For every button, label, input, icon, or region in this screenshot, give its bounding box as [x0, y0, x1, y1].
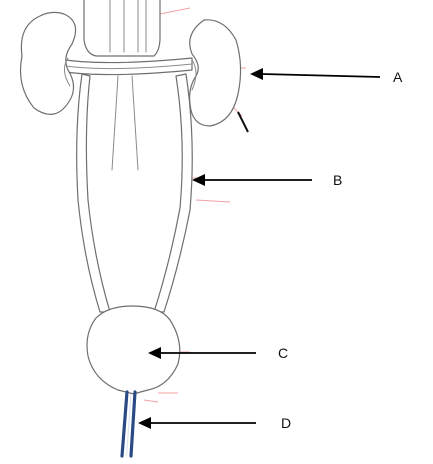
label-a: A: [393, 69, 403, 85]
urethra: [122, 392, 135, 456]
label-b: B: [333, 172, 342, 188]
bladder: [87, 306, 180, 394]
pointer-stroke: [238, 112, 248, 132]
arrow-a: [250, 68, 380, 80]
right-kidney: [190, 20, 241, 126]
arrow-b: [192, 174, 312, 186]
label-c: C: [278, 345, 288, 361]
label-d: D: [281, 415, 291, 431]
arrow-d: [138, 417, 256, 429]
